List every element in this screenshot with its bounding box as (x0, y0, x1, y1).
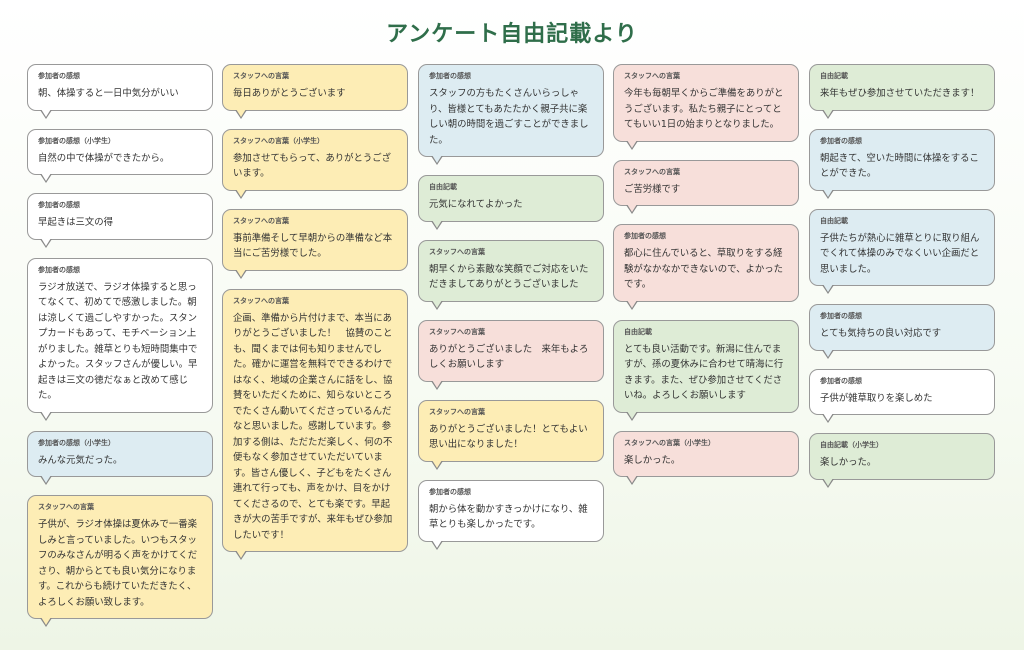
comment-text: ラジオ放送で、ラジオ体操すると思ってなくて、初めてで感激しました。朝は涼しくて過… (38, 281, 198, 402)
comment-category-label: 参加者の感想 (820, 136, 862, 145)
comment-category-label: スタッフへの言葉 (429, 247, 485, 256)
comment-category-label: 参加者の感想 (624, 232, 666, 240)
comment-column-1: 参加者の感想朝、体操すると一日中気分がいい参加者の感想（小学生）自然の中で体操が… (27, 64, 213, 637)
comment-bubble: 参加者の感想都心に住んでいると、草取りをする経験がなかなかできないので、よかった… (613, 224, 799, 309)
comment-text: 朝早くから素敵な笑顔でご対応をいただきましてありがとうございました (429, 263, 589, 291)
comment-category-label: 自由記載 (820, 72, 848, 80)
comment-text: 楽しかった。 (820, 457, 877, 468)
comment-bubble: スタッフへの言葉今年も毎朝早くからご準備をありがとうございます。私たち親子にとっ… (613, 64, 799, 149)
comment-text: みんな元気だった。 (38, 454, 123, 466)
comment-category-label: 参加者の感想 (38, 72, 80, 80)
comment-text: 毎日ありがとうございます (233, 88, 346, 99)
comment-bubble: 参加者の感想ラジオ放送で、ラジオ体操すると思ってなくて、初めてで感激しました。朝… (27, 257, 213, 421)
comment-text: 朝から体を動かすきっかけになり、雑草とりも楽しかったです。 (429, 503, 588, 531)
comment-text: とても気持ちの良い対応です (820, 328, 942, 339)
comment-bubble: スタッフへの言葉朝早くから素敵な笑顔でご対応をいただきましてありがとうございまし… (418, 239, 604, 310)
comment-text: 参加させてもらって、ありがとうございます。 (233, 152, 391, 180)
comment-column-2: スタッフへの言葉毎日ありがとうございますスタッフへの言葉（小学生）参加させてもら… (222, 64, 408, 570)
comment-text: 元気になれてよかった (429, 199, 523, 210)
comment-category-label: スタッフへの言葉（小学生） (233, 136, 324, 145)
comment-text: ご苦労様です (624, 183, 681, 195)
comment-category-label: 参加者の感想 (429, 72, 471, 80)
comment-bubble: スタッフへの言葉ご苦労様です (613, 159, 799, 214)
comment-bubble: 自由記載元気になれてよかった (418, 175, 604, 229)
comment-text: ありがとうございました 来年もよろしくお願いします (429, 343, 589, 371)
comment-category-label: スタッフへの言葉 (233, 296, 289, 305)
comment-bubble: 参加者の感想スタッフの方もたくさんいらっしゃり、皆様とてもあたたかく親子共に楽し… (418, 64, 604, 165)
comment-bubble: 参加者の感想早起きは三文の得 (27, 193, 213, 247)
comment-text: 企画、準備から片付けまで、本当にありがとうございました！ 協賛のことも、聞くまで… (233, 312, 393, 541)
comment-text: スタッフの方もたくさんいらっしゃり、皆様とてもあたたかく親子共に楽しい朝の時間を… (429, 88, 589, 146)
comment-text: 子供が雑草取りを楽しめた (820, 392, 933, 404)
comment-text: 朝、体操すると一日中気分がいい (38, 88, 179, 99)
comment-category-label: 参加者の感想 (820, 312, 862, 320)
comment-text: 子供たちが熱心に雑草とりに取り組んでくれて体操のみでなくいい企画だと思いました。 (820, 232, 980, 275)
comment-text: 来年もぜひ参加させていただきます！ (820, 88, 980, 99)
comment-category-label: スタッフへの言葉 (624, 167, 680, 176)
comment-category-label: 自由記載 (820, 216, 848, 225)
comment-category-label: スタッフへの言葉 (624, 72, 680, 80)
comment-text: とても良い活動です。新潟に住んでますが、孫の夏休みに合わせて晴海に行きます。また… (624, 343, 784, 402)
comment-category-label: スタッフへの言葉 (233, 72, 289, 80)
comment-column-5: 自由記載来年もぜひ参加させていただきます！参加者の感想朝起きて、空いた時間に体操… (809, 64, 995, 498)
comment-bubble: スタッフへの言葉ありがとうございました！とてもよい思い出になりました！ (418, 399, 604, 470)
comment-text: 早起きは三文の得 (38, 217, 114, 228)
comment-bubble: スタッフへの言葉企画、準備から片付けまで、本当にありがとうございました！ 協賛の… (222, 288, 408, 560)
comment-bubble: 自由記載子供たちが熱心に雑草とりに取り組んでくれて体操のみでなくいい企画だと思い… (809, 208, 995, 294)
comment-category-label: 自由記載（小学生） (820, 441, 883, 449)
comment-bubble: スタッフへの言葉子供が、ラジオ体操は夏休みで一番楽しみと言っていました。いつもス… (27, 495, 213, 627)
page-title: アンケート自由記載より (386, 22, 638, 47)
comment-category-label: 参加者の感想 (38, 201, 80, 209)
comment-bubble: 参加者の感想朝から体を動かすきっかけになり、雑草とりも楽しかったです。 (418, 479, 604, 550)
comment-column-4: スタッフへの言葉今年も毎朝早くからご準備をありがとうございます。私たち親子にとっ… (613, 64, 799, 495)
comment-category-label: 参加者の感想 (38, 265, 80, 274)
comment-text: 子供が、ラジオ体操は夏休みで一番楽しみと言っていました。いつもスタッフのみなさん… (38, 519, 198, 608)
comment-bubble: スタッフへの言葉（小学生） 参加させてもらって、ありがとうございます。 (222, 128, 408, 199)
comment-text: 楽しかった。 (624, 454, 681, 466)
comment-column-3: 参加者の感想スタッフの方もたくさんいらっしゃり、皆様とてもあたたかく親子共に楽し… (418, 64, 604, 560)
comment-bubble: スタッフへの言葉（小学生） 楽しかった。 (613, 430, 799, 485)
comment-category-label: 参加者の感想 (429, 487, 471, 496)
comment-category-label: 自由記載 (429, 183, 457, 191)
comment-bubble: 参加者の感想朝、体操すると一日中気分がいい (27, 64, 213, 118)
comment-bubble: スタッフへの言葉ありがとうございました 来年もよろしくお願いします (418, 319, 604, 390)
comment-text: 朝起きて、空いた時間に体操をすることができた。 (820, 152, 979, 180)
comment-text: 今年も毎朝早くからご準備をありがとうございます。私たち親子にとってとてもいい1日… (624, 88, 784, 130)
comment-category-label: 参加者の感想 (820, 376, 862, 385)
comment-category-label: スタッフへの言葉 (38, 503, 94, 511)
comment-category-label: 自由記載 (624, 327, 652, 336)
comment-text: 自然の中で体操ができたから。 (38, 152, 170, 164)
comment-bubble: スタッフへの言葉事前準備そして早朝からの準備など本当にご苦労様でした。 (222, 208, 408, 279)
comment-bubble: 自由記載とても良い活動です。新潟に住んでますが、孫の夏休みに合わせて晴海に行きま… (613, 319, 799, 421)
comment-category-label: 参加者の感想（小学生） (38, 136, 115, 145)
comment-category-label: 参加者の感想（小学生） (38, 438, 115, 447)
comment-category-label: スタッフへの言葉 (233, 216, 289, 225)
comment-bubble: 自由記載（小学生） 楽しかった。 (809, 433, 995, 487)
comment-category-label: スタッフへの言葉 (429, 327, 485, 336)
comment-bubble: 参加者の感想子供が雑草取りを楽しめた (809, 368, 995, 423)
comment-bubble: 自由記載来年もぜひ参加させていただきます！ (809, 64, 995, 118)
comment-bubble: 参加者の感想朝起きて、空いた時間に体操をすることができた。 (809, 128, 995, 199)
comment-category-label: スタッフへの言葉 (429, 407, 485, 416)
comment-bubble: 参加者の感想（小学生） 自然の中で体操ができたから。 (27, 128, 213, 183)
comment-category-label: スタッフへの言葉（小学生） (624, 438, 715, 447)
comment-text: ありがとうございました！とてもよい思い出になりました！ (429, 423, 588, 451)
comment-bubble: スタッフへの言葉毎日ありがとうございます (222, 64, 408, 118)
comment-text: 都心に住んでいると、草取りをする経験がなかなかできないので、よかったです。 (624, 248, 784, 290)
comment-text: 事前準備そして早朝からの準備など本当にご苦労様でした。 (233, 232, 393, 260)
comment-bubble: 参加者の感想とても気持ちの良い対応です (809, 304, 995, 358)
comment-bubble: 参加者の感想（小学生） みんな元気だった。 (27, 430, 213, 485)
